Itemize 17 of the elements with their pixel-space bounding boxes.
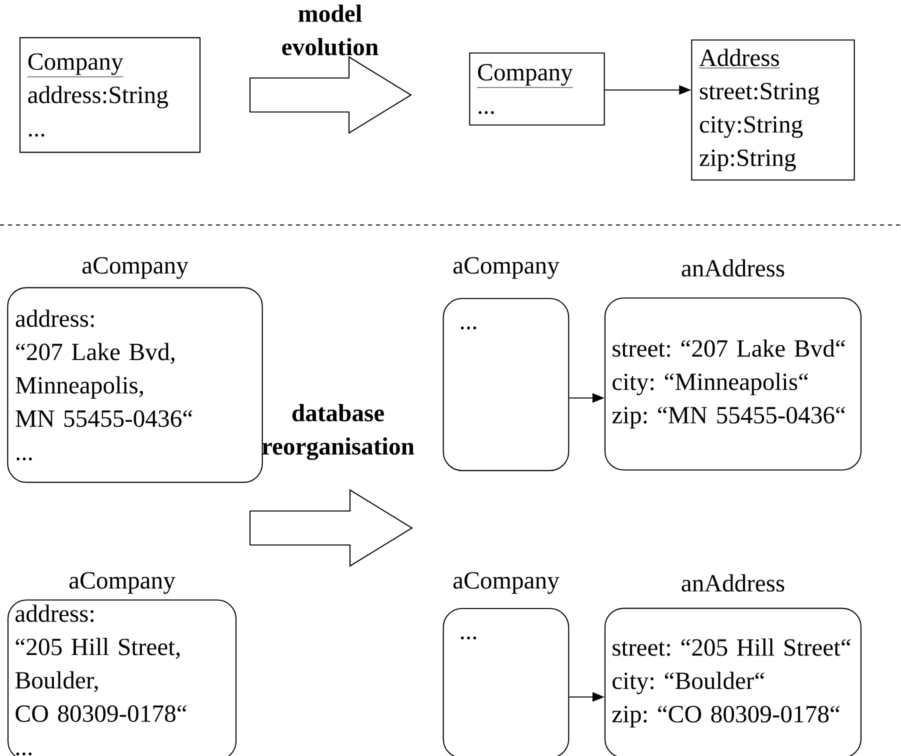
transformation-arrow [249, 56, 412, 134]
object-name: anAddress [682, 259, 784, 277]
object-name: aCompany [453, 572, 560, 594]
object-name: aCompany [69, 572, 176, 594]
object-box: address: “207 Lake Bvd, Minneapolis, MN 55455-0436“ ... [7, 287, 263, 483]
object-name: anAddress [682, 574, 784, 592]
object-box: ... [442, 298, 570, 472]
object-box: address: “205 Hill Street, Boulder, CO 80309-0178“ ... [7, 599, 237, 756]
object-box: street: “205 Hill Street“ city: “Boulder“ zip: “CO 80309-0178“ [604, 608, 862, 756]
object-name: aCompany [82, 257, 188, 279]
class-box: Address street:String city:String zip:String [691, 39, 855, 181]
object-box: street: “207 Lake Bvd“ city: “Minneapolis“ zip: “MN 55455-0436“ [604, 297, 862, 471]
object-name: aCompany [453, 257, 560, 279]
edge-label: model evolution [282, 4, 378, 56]
object-box: ... [442, 608, 570, 756]
class-box: Company address:String ... [19, 37, 201, 153]
class-box: Company ... [469, 52, 605, 126]
